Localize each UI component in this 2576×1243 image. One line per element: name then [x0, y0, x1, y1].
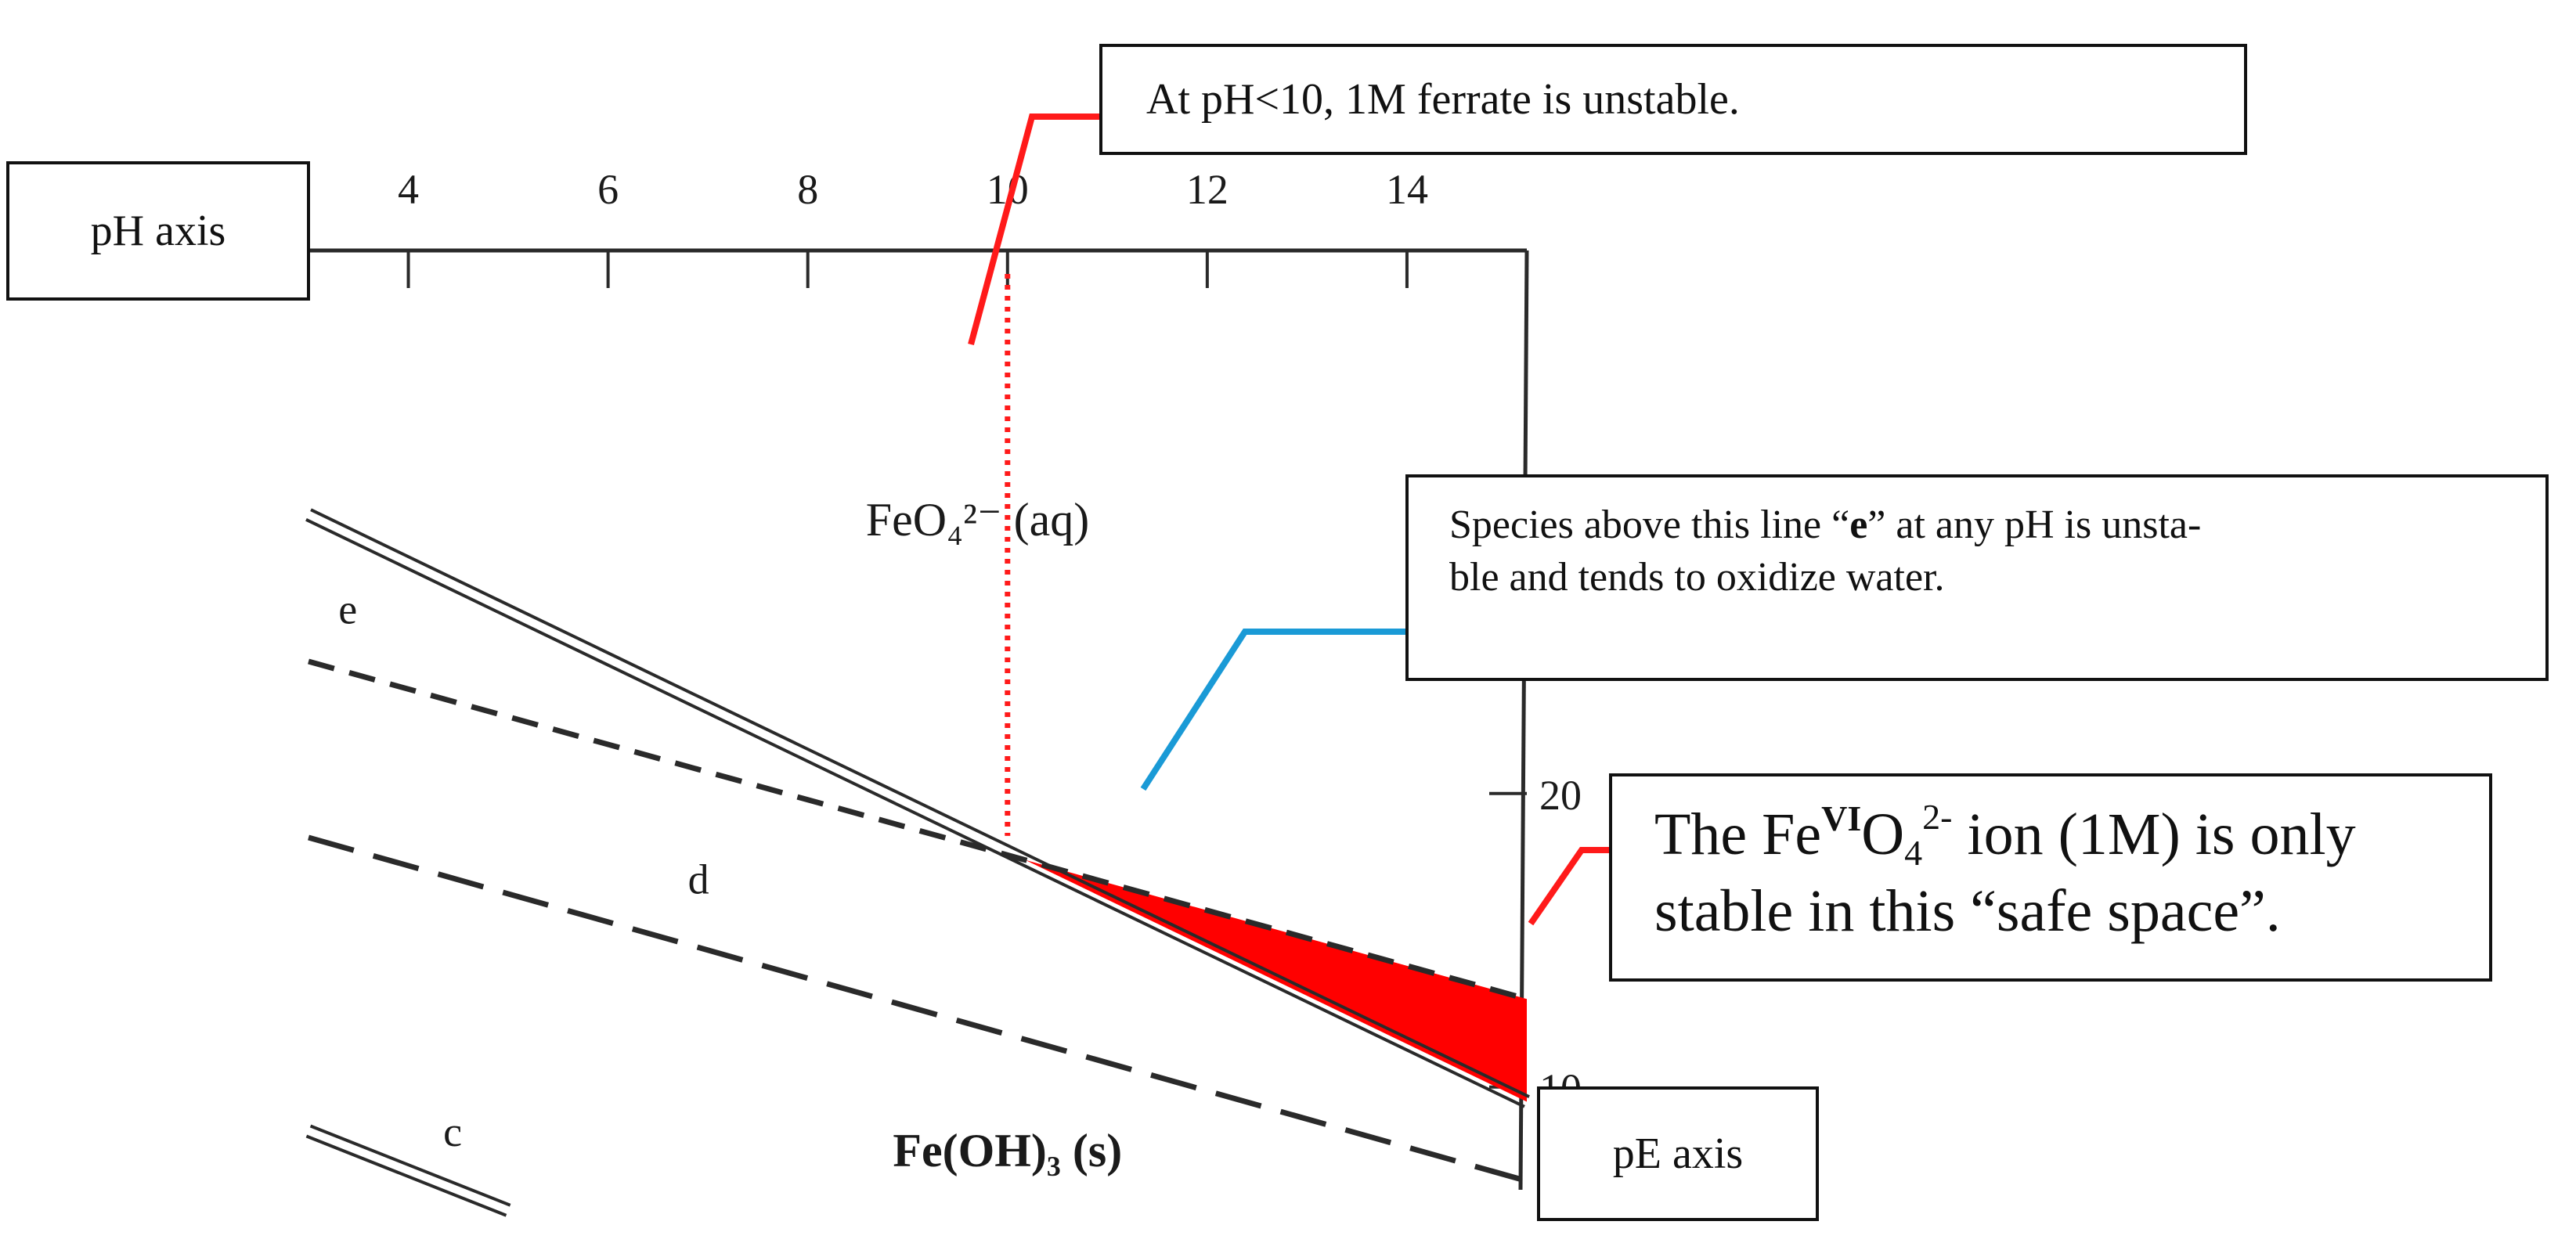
x-tick-label: 4: [398, 166, 419, 213]
safe-subscript: 4: [1904, 833, 1923, 873]
pe-axis-label: pE axis: [1537, 1086, 1819, 1221]
line-e-callout: Species above this line “e” at any pH is…: [1405, 474, 2549, 681]
x-tick-label: 6: [597, 166, 619, 213]
callout-lines: [968, 113, 1609, 926]
line-c-b: [309, 1124, 511, 1207]
safe-rest: ion (1M) is only: [1952, 802, 2356, 867]
line-e-label: e: [338, 585, 357, 632]
region-ferrate-label: FeO₄²⁻ (aq): [866, 494, 1090, 546]
chart-labels: e d c FeO₄²⁻ (aq) Fe(OH)₃ (s): [338, 494, 1122, 1176]
safe-oxidation-state: VI: [1821, 798, 1862, 838]
line-e-text-bold: e: [1849, 503, 1868, 547]
region-feoh3-label: Fe(OH)₃ (s): [893, 1125, 1122, 1176]
safe-charge: 2-: [1922, 797, 1953, 837]
ph-axis-label: pH axis: [6, 161, 310, 301]
line-e: [308, 658, 1528, 1002]
ferrate-boundary-line-a: [305, 518, 1525, 1108]
y-tick-label: 20: [1539, 772, 1582, 819]
safe-oxygen: O: [1861, 802, 1905, 867]
line-e-text-b: ” at any pH is unsta-: [1867, 503, 2202, 547]
x-tick-label: 8: [797, 166, 818, 213]
safe-space-callout-leader: [1528, 847, 1609, 926]
x-tick-label: 14: [1386, 166, 1428, 213]
line-e-callout-line-1: Species above this line “e” at any pH is…: [1449, 499, 2514, 552]
line-c-label: c: [443, 1108, 462, 1155]
boundary-lines: [305, 508, 1530, 1217]
axes: 468101214102030: [308, 166, 1582, 1191]
line-c-a: [305, 1134, 507, 1217]
line-e-text-a: Species above this line “: [1449, 503, 1850, 547]
ferrate-unstable-callout: At pH<10, 1M ferrate is unstable.: [1099, 44, 2247, 155]
line-d: [308, 834, 1528, 1184]
pe-axis-label-text: pE axis: [1612, 1130, 1744, 1178]
ph-axis-label-text: pH axis: [90, 207, 226, 255]
line-d-label: d: [688, 856, 709, 903]
x-tick-label: 12: [1186, 166, 1228, 213]
ferrate-callout-leader: [968, 113, 1102, 346]
safe-fe: The Fe: [1654, 802, 1822, 867]
ferrate-boundary-line-b: [310, 508, 1530, 1098]
safe-space-region: [1025, 859, 1527, 1102]
safe-space-line-1: The FeVIO42- ion (1M) is only: [1654, 795, 2466, 875]
line-e-callout-leader: [1140, 629, 1405, 791]
ferrate-unstable-text: At pH<10, 1M ferrate is unstable.: [1146, 75, 1740, 124]
line-e-callout-line-2: ble and tends to oxidize water.: [1449, 554, 1945, 600]
safe-space-line-2: stable in this “safe space”.: [1654, 878, 2281, 945]
safe-space-callout: The FeVIO42- ion (1M) is only stable in …: [1609, 773, 2492, 982]
